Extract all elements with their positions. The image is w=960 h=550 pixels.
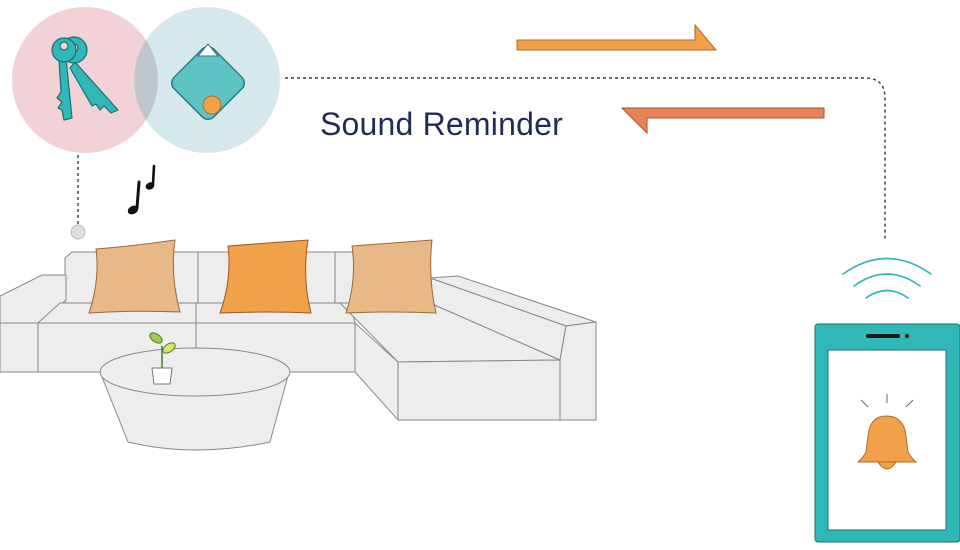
keys-icon [51,36,119,121]
pillow-left [88,239,181,314]
tracker-tag-icon [170,43,246,121]
arrow-to-phone [516,23,718,51]
wifi-signal-icon [842,257,932,299]
pillow-right [345,239,437,314]
connection-dashed-line [285,77,886,240]
coffee-table [99,347,291,451]
music-notes-icon [127,164,156,215]
arrow-to-tracker [620,107,825,135]
potted-plant [149,332,176,385]
diagram-title: Sound Reminder [320,106,563,142]
keys-location-dot [70,224,86,240]
pillow-center [219,239,312,314]
circle-overlap [134,40,158,120]
bell-icon [856,394,918,470]
